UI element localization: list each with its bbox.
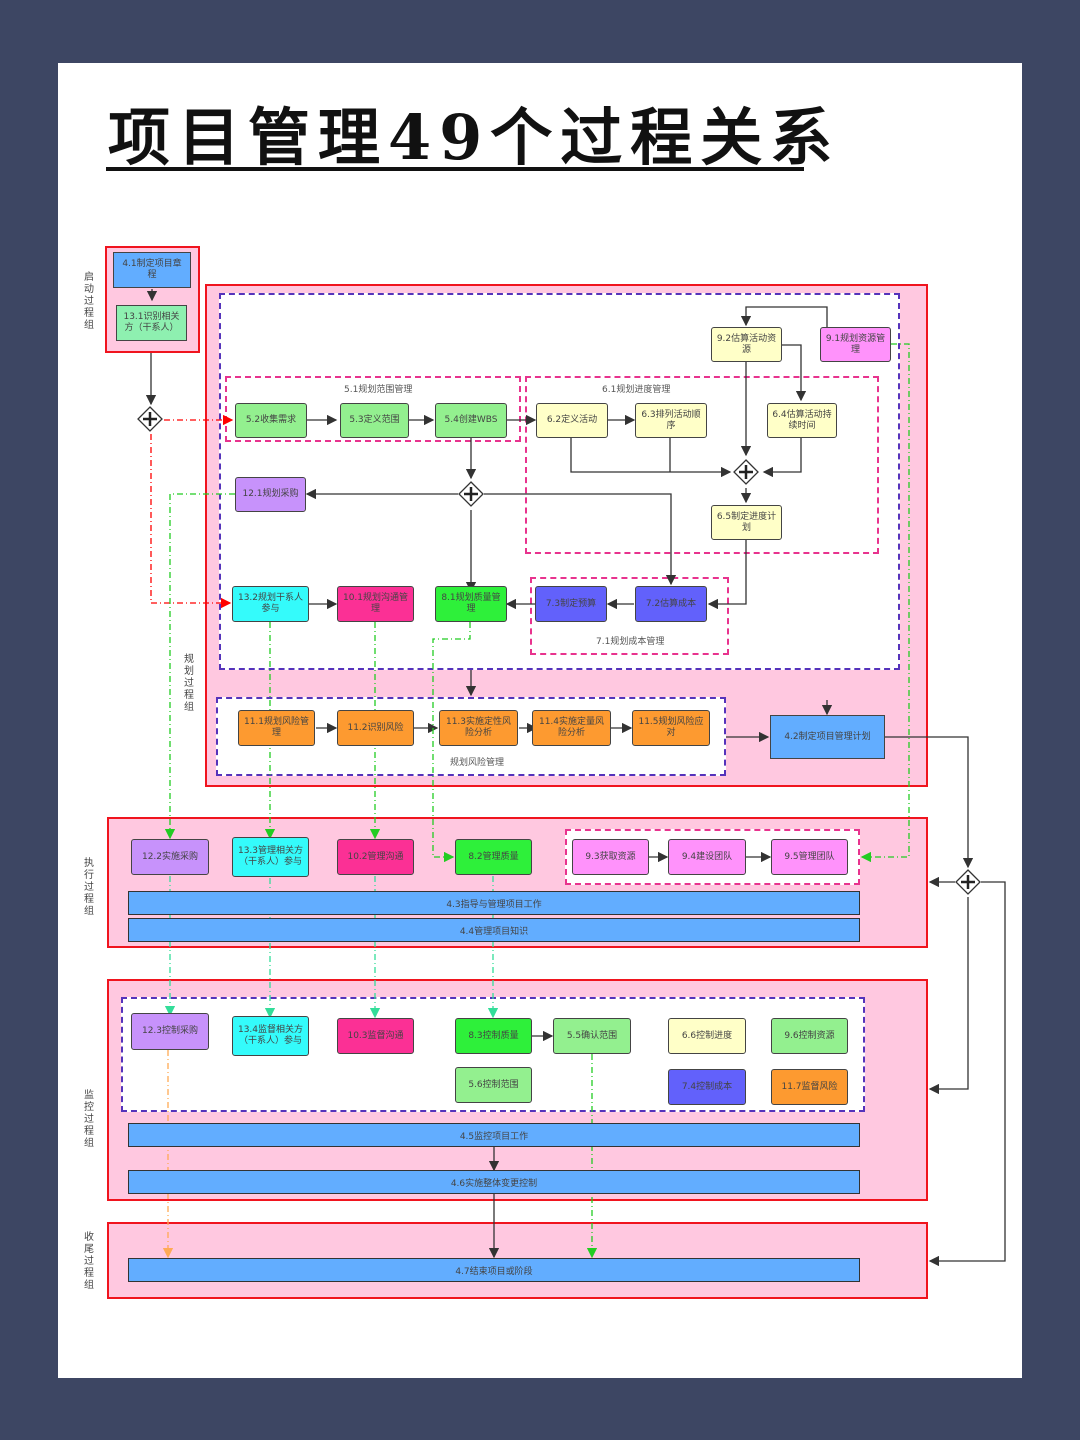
process-9-4[interactable]: 9.4建设团队 xyxy=(668,839,746,875)
process-6-2[interactable]: 6.2定义活动 xyxy=(536,403,608,438)
process-5-3[interactable]: 5.3定义范围 xyxy=(340,403,409,438)
process-13-3[interactable]: 13.3管理相关方（干系人）参与 xyxy=(232,837,309,877)
process-11-7[interactable]: 11.7监督风险 xyxy=(771,1069,848,1105)
process-11-3[interactable]: 11.3实施定性风险分析 xyxy=(439,710,518,746)
page-title: 项目管理49个过程关系 xyxy=(108,101,841,174)
stage-label-planning: 规划过程组 xyxy=(184,654,194,713)
process-4-5[interactable]: 4.5监控项目工作 xyxy=(128,1123,860,1147)
process-9-3[interactable]: 9.3获取资源 xyxy=(572,839,649,875)
process-6-6[interactable]: 6.6控制进度 xyxy=(668,1018,746,1054)
stage-label-initiating: 启动过程组 xyxy=(84,272,94,331)
schedule-mgmt-label: 6.1规划进度管理 xyxy=(602,385,671,395)
process-6-5[interactable]: 6.5制定进度计划 xyxy=(711,505,782,540)
stage-label-monitoring: 监控过程组 xyxy=(84,1090,94,1149)
process-7-4[interactable]: 7.4控制成本 xyxy=(668,1069,746,1105)
title-underline xyxy=(106,167,804,171)
process-10-1[interactable]: 10.1规划沟通管理 xyxy=(337,586,414,622)
process-5-6[interactable]: 5.6控制范围 xyxy=(455,1067,532,1103)
stage-label-executing: 执行过程组 xyxy=(84,858,94,917)
scope-mgmt-label: 5.1规划范围管理 xyxy=(344,385,413,395)
process-10-3[interactable]: 10.3监督沟通 xyxy=(337,1018,414,1054)
cost-mgmt-label: 7.1规划成本管理 xyxy=(596,637,665,647)
process-5-4[interactable]: 5.4创建WBS xyxy=(435,403,507,438)
process-5-2[interactable]: 5.2收集需求 xyxy=(235,403,307,438)
process-13-2[interactable]: 13.2规划干系人参与 xyxy=(232,586,309,622)
process-9-6[interactable]: 9.6控制资源 xyxy=(771,1018,848,1054)
process-10-2[interactable]: 10.2管理沟通 xyxy=(337,839,414,875)
parallel-gateway-plus-icon xyxy=(137,406,163,432)
process-7-2[interactable]: 7.2估算成本 xyxy=(635,586,707,622)
process-4-1[interactable]: 4.1制定项目章程 xyxy=(113,252,191,288)
process-4-7[interactable]: 4.7结束项目或阶段 xyxy=(128,1258,860,1282)
process-11-4[interactable]: 11.4实施定量风险分析 xyxy=(532,710,611,746)
process-13-1[interactable]: 13.1识别相关方（干系人） xyxy=(116,305,187,341)
process-4-6[interactable]: 4.6实施整体变更控制 xyxy=(128,1170,860,1194)
process-4-3[interactable]: 4.3指导与管理项目工作 xyxy=(128,891,860,915)
process-9-2[interactable]: 9.2估算活动资源 xyxy=(711,327,782,362)
process-7-3[interactable]: 7.3制定预算 xyxy=(535,586,607,622)
process-13-4[interactable]: 13.4监督相关方（干系人）参与 xyxy=(232,1016,309,1056)
parallel-gateway-plus-icon xyxy=(733,459,759,485)
process-8-3[interactable]: 8.3控制质量 xyxy=(455,1018,532,1054)
process-12-3[interactable]: 12.3控制采购 xyxy=(131,1013,209,1050)
process-4-2[interactable]: 4.2制定项目管理计划 xyxy=(770,715,885,759)
risk-mgmt-label: 规划风险管理 xyxy=(450,758,505,768)
stage-label-closing: 收尾过程组 xyxy=(84,1232,94,1291)
process-12-1[interactable]: 12.1规划采购 xyxy=(235,477,306,512)
process-12-2[interactable]: 12.2实施采购 xyxy=(131,839,209,875)
scope-mgmt-container xyxy=(225,376,521,442)
process-8-2[interactable]: 8.2管理质量 xyxy=(455,839,532,875)
process-4-4[interactable]: 4.4管理项目知识 xyxy=(128,918,860,942)
process-11-1[interactable]: 11.1规划风险管理 xyxy=(238,710,315,746)
parallel-gateway-plus-icon xyxy=(458,481,484,507)
process-11-5[interactable]: 11.5规划风险应对 xyxy=(632,710,710,746)
process-9-1[interactable]: 9.1规划资源管理 xyxy=(820,327,891,362)
process-5-5[interactable]: 5.5确认范围 xyxy=(553,1018,631,1054)
process-9-5[interactable]: 9.5管理团队 xyxy=(771,839,848,875)
parallel-gateway-plus-icon xyxy=(955,869,981,895)
process-6-4[interactable]: 6.4估算活动持续时间 xyxy=(767,403,837,438)
process-6-3[interactable]: 6.3排列活动顺序 xyxy=(635,403,707,438)
process-11-2[interactable]: 11.2识别风险 xyxy=(337,710,414,746)
process-8-1[interactable]: 8.1规划质量管理 xyxy=(435,586,507,622)
